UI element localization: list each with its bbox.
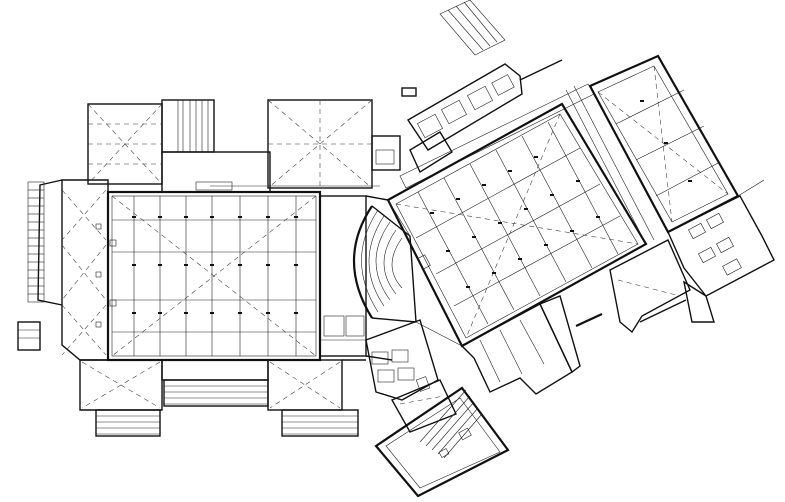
- curved-seating-area: [352, 205, 417, 323]
- east-service-rooms: [575, 195, 775, 334]
- ramp-treads: [419, 389, 483, 459]
- hall-fixture-marks: [132, 216, 298, 314]
- west-entrance-wing: [17, 179, 109, 361]
- south-west-blocks: [79, 359, 359, 437]
- north-west-blocks: [87, 99, 380, 193]
- central-link-block: [319, 87, 417, 357]
- south-west-link-rooms: [365, 319, 457, 433]
- south-stair-treads: [164, 385, 268, 405]
- hall-column-grid: [112, 196, 316, 356]
- south-corridor: [460, 295, 581, 395]
- west-stair-treads: [28, 189, 44, 295]
- north-annex: [399, 0, 595, 189]
- east-hall-fixture-marks: [430, 156, 600, 288]
- connector-lines: [342, 195, 463, 361]
- main-west-hall: [106, 190, 322, 362]
- north-east-wing: [565, 54, 765, 245]
- south-east-ramp-wing: [374, 386, 510, 498]
- east-hall-grid: [415, 121, 621, 325]
